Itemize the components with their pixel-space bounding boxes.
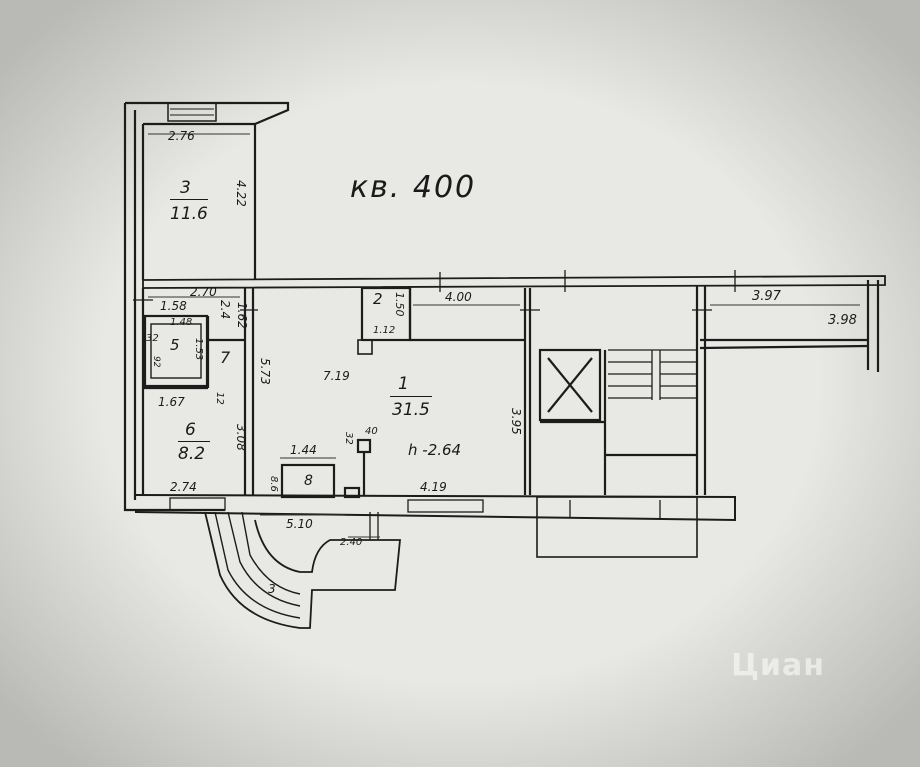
room-2-number: 2 bbox=[373, 290, 383, 308]
room-6-number: 6 bbox=[185, 420, 196, 440]
dim-room4-depth: 1.62 bbox=[235, 302, 249, 329]
room-8-number: 8 bbox=[304, 473, 313, 489]
room-6-area: 8.2 bbox=[178, 444, 206, 464]
dim-room4-area: 2.4 bbox=[218, 300, 232, 320]
elevator-shaft bbox=[538, 348, 602, 422]
window-room-1 bbox=[407, 499, 484, 513]
room-5-number: 5 bbox=[170, 336, 180, 354]
dim-room6-bottom: 2.74 bbox=[170, 480, 197, 494]
stairs bbox=[608, 349, 697, 400]
dim-room3-length: 4.22 bbox=[234, 180, 248, 207]
dim-room8-side: 8.6 bbox=[268, 476, 279, 492]
wall-left-wing bbox=[125, 101, 290, 280]
stair-mark: 3 bbox=[268, 582, 276, 596]
dim-room4-width: 1.58 bbox=[160, 299, 187, 313]
room-3-area: 11.6 bbox=[170, 204, 208, 224]
dim-room5-depth: 1.53 bbox=[193, 338, 204, 361]
wall-main-top bbox=[142, 275, 886, 289]
room-7-number: 7 bbox=[220, 348, 231, 367]
room-1-fraction-line bbox=[390, 396, 432, 397]
dim-room3-width: 2.76 bbox=[168, 129, 195, 143]
window-room-3 bbox=[167, 102, 217, 122]
dim-room2-depth: 1.50 bbox=[393, 292, 406, 317]
dim-room6-width: 1.67 bbox=[158, 395, 185, 409]
dim-extension-a: 3.97 bbox=[752, 289, 781, 304]
room-3-number: 3 bbox=[180, 178, 191, 198]
dim-column-b: 40 bbox=[365, 426, 378, 437]
window-room-6 bbox=[169, 497, 226, 511]
loggia bbox=[204, 511, 401, 629]
dim-room6-side: 12 bbox=[214, 392, 225, 405]
dim-hall-length: 5.73 bbox=[258, 358, 272, 385]
dim-room1-depth: 3.95 bbox=[509, 408, 523, 435]
dim-room1-bottom: 4.19 bbox=[420, 480, 447, 494]
dim-room6-depth: 3.08 bbox=[234, 424, 248, 451]
dim-hall-top: 2.70 bbox=[190, 285, 217, 299]
room-1-area: 31.5 bbox=[392, 400, 430, 420]
dim-loggia-length: 5.10 bbox=[286, 517, 313, 531]
watermark: Циан bbox=[731, 648, 825, 683]
dim-room5-width: 1.48 bbox=[170, 317, 193, 328]
apartment-title: кв. 400 bbox=[350, 170, 477, 205]
dim-room8-width: 1.44 bbox=[290, 443, 317, 457]
room-1-number: 1 bbox=[398, 374, 409, 394]
dim-column-a: 32 bbox=[343, 432, 354, 445]
room-6-fraction-line bbox=[178, 441, 210, 442]
room-3-fraction-line bbox=[170, 199, 208, 200]
dim-room2-width: 1.12 bbox=[373, 325, 396, 336]
dim-extension-b: 3.98 bbox=[828, 313, 857, 328]
wall-bottom bbox=[134, 494, 736, 522]
dim-room1-width: 7.19 bbox=[323, 369, 350, 383]
dim-room5-side: 32 bbox=[146, 333, 159, 344]
dim-balcony-length: 2.40 bbox=[340, 537, 363, 548]
dim-cabinet-width: 4.00 bbox=[445, 290, 472, 304]
room-8 bbox=[280, 463, 336, 499]
ceiling-height: h -2.64 bbox=[408, 441, 462, 459]
dim-room5-small: 92 bbox=[151, 356, 161, 368]
